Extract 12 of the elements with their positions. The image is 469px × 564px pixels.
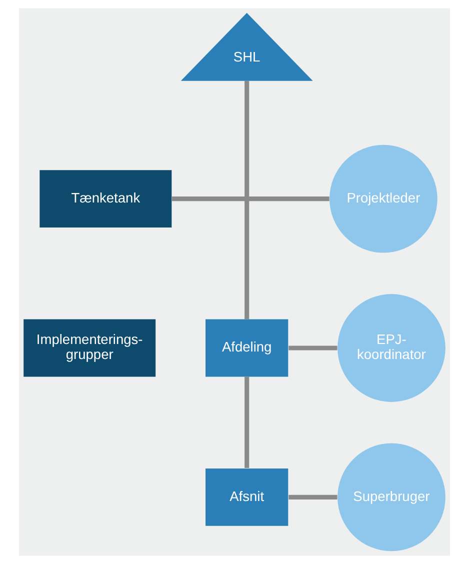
connector	[244, 80, 250, 320]
connector	[288, 494, 338, 500]
node-circle: Projektleder	[329, 144, 438, 253]
connector	[244, 376, 250, 468]
connector	[288, 346, 338, 350]
node-box: Afsnit	[206, 468, 288, 526]
node-box: Implementerings- grupper	[24, 319, 156, 377]
node-box: Tænketank	[40, 170, 172, 228]
node-circle: Superbruger	[338, 443, 446, 552]
connector	[172, 196, 330, 202]
node-box: Afdeling	[206, 319, 288, 377]
node-circle: EPJ- koordinator	[338, 294, 446, 402]
